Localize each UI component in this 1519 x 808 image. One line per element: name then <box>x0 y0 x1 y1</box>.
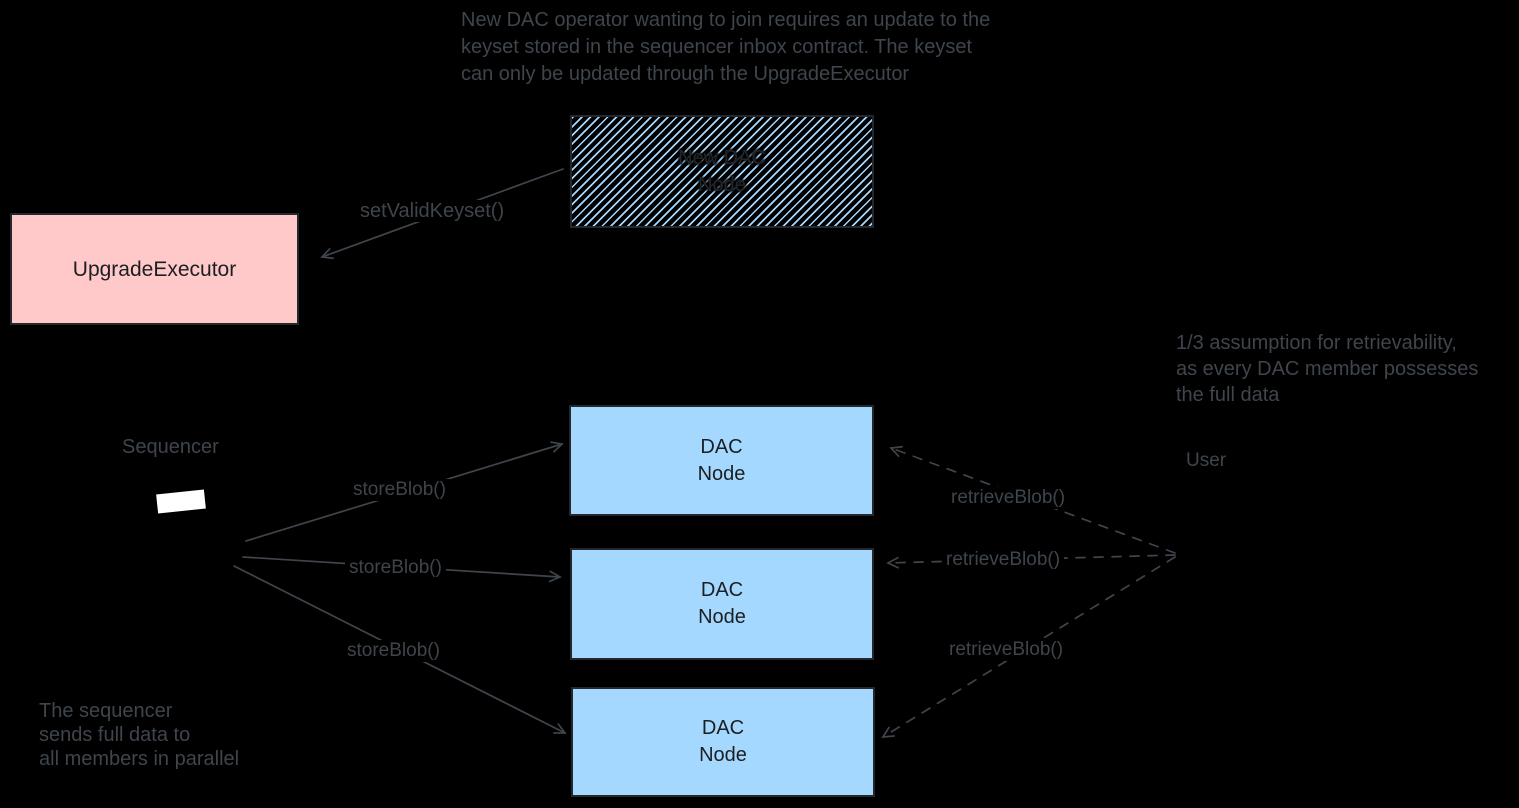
retrievability-note-line: 1/3 assumption for retrievability, <box>1176 332 1457 354</box>
edge-label-store-blob-2: storeBlob() <box>345 557 446 579</box>
node-dac-1-label: DAC <box>700 435 743 458</box>
node-dac-1-label: Node <box>697 462 746 485</box>
top-note-line: can only be updated through the UpgradeE… <box>461 63 910 85</box>
edge-label-set-valid-keyset: setValidKeyset() <box>356 200 509 222</box>
retrievability-note-line: as every DAC member possesses <box>1176 358 1479 380</box>
node-dac-3-label: Node <box>699 744 747 766</box>
parallel-note-line: all members in parallel <box>39 748 240 770</box>
sequencer-label: Sequencer <box>122 436 219 458</box>
parallel-note-line: sends full data to <box>39 724 191 746</box>
top-note-line: New DAC operator wanting to join require… <box>461 9 991 31</box>
node-new-dac-label: Node <box>698 173 746 196</box>
node-new-dac: New DAC Node <box>570 115 874 228</box>
node-dac-3-label: DAC <box>701 717 745 739</box>
node-new-dac-label: New DAC <box>678 146 766 169</box>
node-dac-1: DAC Node <box>569 405 874 516</box>
edge-label-retrieve-blob-1: retrieveBlob() <box>947 487 1070 509</box>
node-dac-3: DAC Node <box>571 687 875 797</box>
parallel-note: The sequencer sends full data to all mem… <box>39 699 239 771</box>
edge-label-retrieve-blob-2: retrieveBlob() <box>942 549 1065 571</box>
node-dac-2: DAC Node <box>570 548 874 660</box>
node-dac-2-label: Node <box>698 606 746 628</box>
edge-label-retrieve-blob-3: retrieveBlob() <box>945 639 1068 661</box>
node-upgrade-executor-label: UpgradeExecutor <box>72 257 237 281</box>
edge-label-store-blob-3: storeBlob() <box>343 640 444 662</box>
retrievability-note-line: the full data <box>1176 384 1280 406</box>
top-note-line: keyset stored in the sequencer inbox con… <box>461 36 973 58</box>
node-upgrade-executor: UpgradeExecutor <box>10 213 299 325</box>
retrievability-note: 1/3 assumption for retrievability, as ev… <box>1176 330 1478 408</box>
node-dac-2-label: DAC <box>700 579 744 601</box>
user-label: User <box>1186 450 1227 471</box>
edge-label-store-blob-1: storeBlob() <box>349 479 450 501</box>
top-note: New DAC operator wanting to join require… <box>461 7 990 88</box>
parallel-note-line: The sequencer <box>39 700 173 722</box>
